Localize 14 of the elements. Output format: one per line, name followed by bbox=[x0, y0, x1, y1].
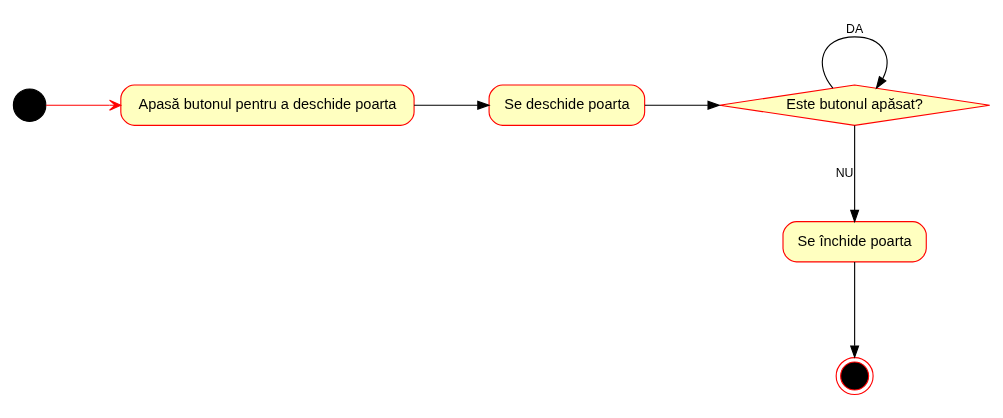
arrow bbox=[821, 36, 888, 90]
node-diamond: Este butonul apăsat? bbox=[719, 84, 991, 126]
arrow bbox=[849, 124, 860, 224]
edge-label: DA bbox=[846, 22, 864, 37]
arrow bbox=[45, 99, 122, 111]
node-circle bbox=[12, 88, 47, 122]
node-box: Se închide poarta bbox=[782, 221, 927, 263]
edge-label: NU bbox=[835, 165, 854, 180]
node-circle bbox=[835, 357, 874, 396]
arrow bbox=[413, 100, 491, 110]
node-box: Se deschide poarta bbox=[488, 84, 646, 126]
arrow bbox=[849, 261, 860, 359]
node-box: Apasă butonul pentru a deschide poarta bbox=[120, 84, 415, 126]
arrow bbox=[644, 100, 721, 110]
